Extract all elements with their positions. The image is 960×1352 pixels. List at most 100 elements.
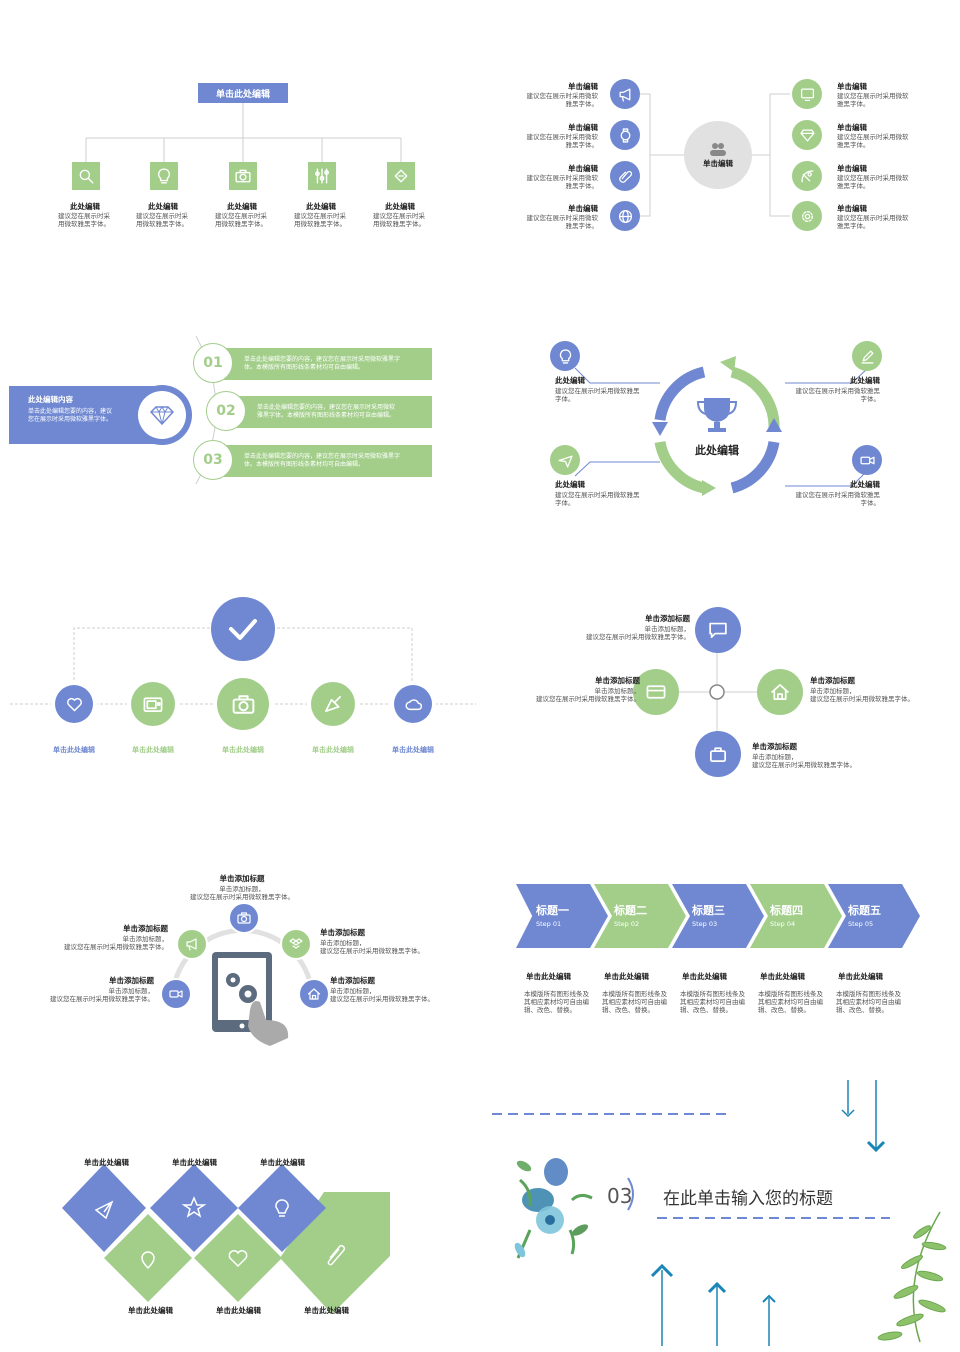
tablet-item-sub: 单击添加标题，: [219, 885, 265, 893]
cycle-item-icon[interactable]: [550, 445, 580, 475]
tablet-item-desc: 建议您在展示时采用微软雅黑字体。: [50, 995, 154, 1003]
monitor-icon: [800, 88, 814, 101]
timeline-node[interactable]: [55, 685, 93, 723]
hub-right-icon[interactable]: [792, 161, 822, 191]
org-connectors: [85, 103, 402, 162]
hub-right-icon[interactable]: [792, 201, 822, 231]
tablet-item-sub: 单击添加标题，: [108, 987, 155, 995]
org-item-icon-box[interactable]: [387, 162, 415, 190]
cross-node[interactable]: [695, 607, 741, 653]
section-number: 03: [607, 1184, 633, 1208]
timeline-node-ring: [213, 674, 273, 734]
step-arrow[interactable]: [828, 884, 920, 948]
org-item-desc: 建议您在展示时采用微软雅黑字体。: [136, 212, 188, 228]
lightbulb-icon: [158, 168, 170, 184]
org-item-desc: 建议您在展示时采用微软雅黑字体。: [215, 212, 267, 228]
hub-left-icon[interactable]: [610, 201, 640, 231]
hub-left-desc: 建议您在展示时采用微软雅黑字体。: [526, 92, 599, 108]
cycle-item-icon[interactable]: [852, 341, 882, 371]
list-row-text: 单击此处编辑您要的内容，建议您在展示时采用微软雅黑字体。本模版所有图形线条素材均…: [244, 453, 401, 468]
check-badge[interactable]: [211, 597, 275, 661]
megaphone-icon: [619, 88, 630, 102]
section-title[interactable]: 在此单击输入您的标题: [663, 1189, 833, 1209]
hub-left-icon[interactable]: [610, 120, 640, 150]
arrow-up-icon: [707, 1281, 727, 1294]
step-arrow[interactable]: [594, 884, 686, 948]
step-item-desc: 本模版所有图形线条及其相应素材均可自由编辑、改色、替换。: [758, 990, 823, 1014]
cross-node[interactable]: [633, 669, 679, 715]
tablet-node[interactable]: [160, 978, 192, 1010]
org-item-desc: 建议您在展示时采用微软雅黑字体。: [294, 212, 346, 228]
paperclip-icon: [618, 170, 632, 183]
slide-section-title: 03 在此单击输入您的标题: [480, 1080, 960, 1352]
cycle-item-icon[interactable]: [852, 445, 882, 475]
tv-icon: [143, 697, 163, 712]
gears-icon: [226, 973, 257, 1003]
panel-desc: 单击此处编辑您要的内容，建议您在展示时采用微软雅黑字体。: [28, 408, 113, 423]
tablet-item-title: 单击添加标题: [123, 924, 168, 933]
heart-icon: [66, 697, 82, 711]
tablet-item-desc: 建议您在展示时采用微软雅黑字体。: [320, 947, 424, 955]
org-header[interactable]: 单击此处编辑: [198, 83, 288, 103]
tablet-item-sub: 单击添加标题，: [330, 987, 376, 995]
edit-icon: [861, 350, 873, 364]
timeline-label: 单击此处编辑: [222, 746, 264, 754]
org-item-icon-box[interactable]: [308, 162, 336, 190]
hub-left-icon[interactable]: [610, 79, 640, 109]
tablet-node[interactable]: [298, 978, 330, 1010]
tablet-item-desc: 建议您在展示时采用微软雅黑字体。: [190, 893, 294, 901]
tablet-node[interactable]: [228, 902, 260, 934]
slide-org-chart: 单击此处编辑 此处编辑建议您在展示时采用微软雅黑字体。此处编辑建议您在展示时采用…: [0, 0, 480, 270]
tablet-item-title: 单击添加标题: [320, 928, 365, 937]
cross-item-desc: 建议您在展示时采用微软雅黑字体。: [752, 761, 856, 769]
list-row-bar[interactable]: [237, 396, 432, 428]
sliders-icon: [315, 168, 329, 184]
airplane-icon: [557, 455, 573, 468]
org-item-desc: 建议您在展示时采用微软雅黑字体。: [58, 212, 110, 228]
org-item-icon-box[interactable]: [229, 162, 257, 190]
step-arrow[interactable]: [672, 884, 764, 948]
list-row-bar[interactable]: [224, 348, 432, 380]
cross-node[interactable]: [695, 731, 741, 777]
paperclip-icon: [327, 1244, 346, 1266]
timeline-node-ring: [127, 678, 179, 730]
ticket-icon: [394, 169, 408, 183]
org-item-icon-box[interactable]: [72, 162, 100, 190]
timeline-node[interactable]: [217, 678, 269, 730]
org-item-icon-box[interactable]: [150, 162, 178, 190]
flower-bouquet-icon: [514, 1158, 593, 1259]
step-arrow[interactable]: [516, 884, 608, 948]
arrow-up-icon: [650, 1263, 674, 1278]
cycle-arrowhead: [652, 422, 668, 436]
tablet-item-title: 单击添加标题: [330, 976, 375, 985]
bag-icon: [710, 747, 726, 762]
timeline-node[interactable]: [394, 685, 432, 723]
tablet-node[interactable]: [176, 928, 208, 960]
tablet-item-desc: 建议您在展示时采用微软雅黑字体。: [64, 943, 168, 951]
panel-circle-inner: [138, 391, 186, 439]
panel-title: 此处编辑内容: [28, 395, 73, 404]
list-row-bar[interactable]: [224, 445, 432, 477]
hub-right-icon[interactable]: [792, 120, 822, 150]
cross-node[interactable]: [757, 669, 803, 715]
hub-center-label: 单击编辑: [703, 158, 733, 168]
hub-left-icon[interactable]: [610, 161, 640, 191]
timeline-node[interactable]: [311, 682, 355, 726]
step-arrow[interactable]: [750, 884, 842, 948]
cycle-item-icon[interactable]: [550, 341, 580, 371]
step-number: Step 04: [770, 920, 796, 928]
hub-right-icon[interactable]: [792, 79, 822, 109]
hub-left-desc: 建议您在展示时采用微软雅黑字体。: [526, 174, 599, 190]
timeline-node[interactable]: [131, 682, 175, 726]
list-row-number-circle: 01: [193, 343, 233, 383]
hub-right-desc: 建议您在展示时采用微软雅黑字体。: [837, 92, 909, 108]
diamond-label-top-3: 单击此处编辑: [260, 1158, 305, 1167]
list-row-text: 单击此处编辑您要的内容，建议您在展示时采用微软雅黑字体。本模版所有图形线条素材均…: [257, 404, 396, 419]
hub-center[interactable]: 单击编辑: [684, 121, 752, 189]
step-title: 标题四: [770, 904, 803, 917]
diamond-icon: [799, 129, 815, 141]
cross-item-title: 单击添加标题: [810, 676, 855, 685]
cycle-item-title: 此处编辑: [850, 376, 880, 385]
tablet-node[interactable]: [280, 928, 312, 960]
